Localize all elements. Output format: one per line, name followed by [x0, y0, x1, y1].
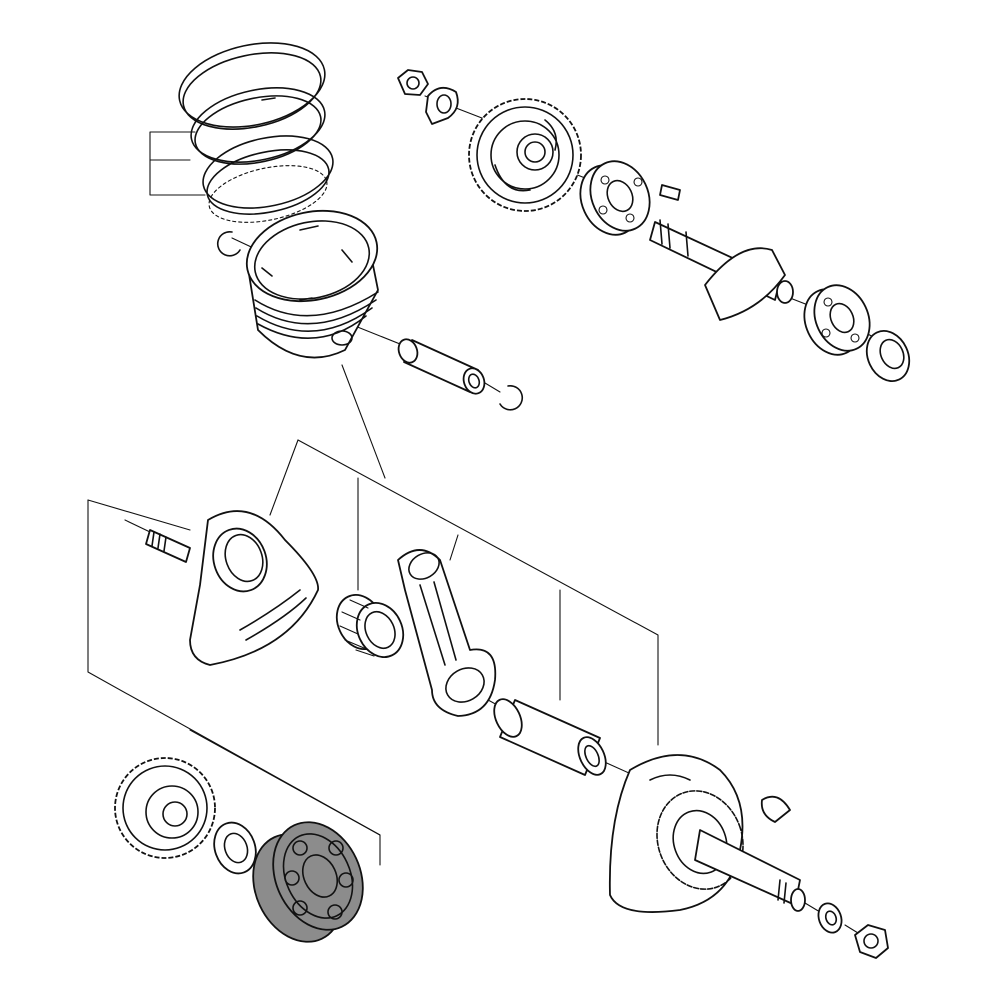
piston-pin	[397, 338, 486, 395]
needle-bearing	[335, 594, 405, 658]
balancer-bearing-left	[579, 160, 651, 236]
nut-bottom	[854, 924, 889, 959]
woodruff-key-top	[659, 184, 681, 201]
balancer-shaft	[649, 219, 794, 321]
crankshaft-main-bearing-left	[252, 821, 364, 943]
crank-pin	[493, 698, 607, 776]
balancer-drive-gear	[468, 98, 582, 212]
piston-pin-clip-left	[216, 230, 241, 257]
crank-web-left	[145, 510, 319, 666]
crank-web-right	[608, 754, 806, 913]
primary-drive-gear	[114, 757, 216, 859]
piston-rings	[178, 42, 334, 223]
balancer-bearing-right	[803, 284, 871, 356]
woodruff-key-bottom	[760, 795, 791, 823]
lock-washer	[425, 86, 459, 125]
piston-pin-clip-right	[499, 384, 524, 411]
oil-seal	[865, 330, 911, 382]
washer-bottom	[817, 902, 843, 934]
connecting-rod	[397, 549, 497, 717]
spacer-washer	[213, 821, 257, 875]
piston	[245, 209, 379, 359]
nut-top	[397, 69, 429, 96]
